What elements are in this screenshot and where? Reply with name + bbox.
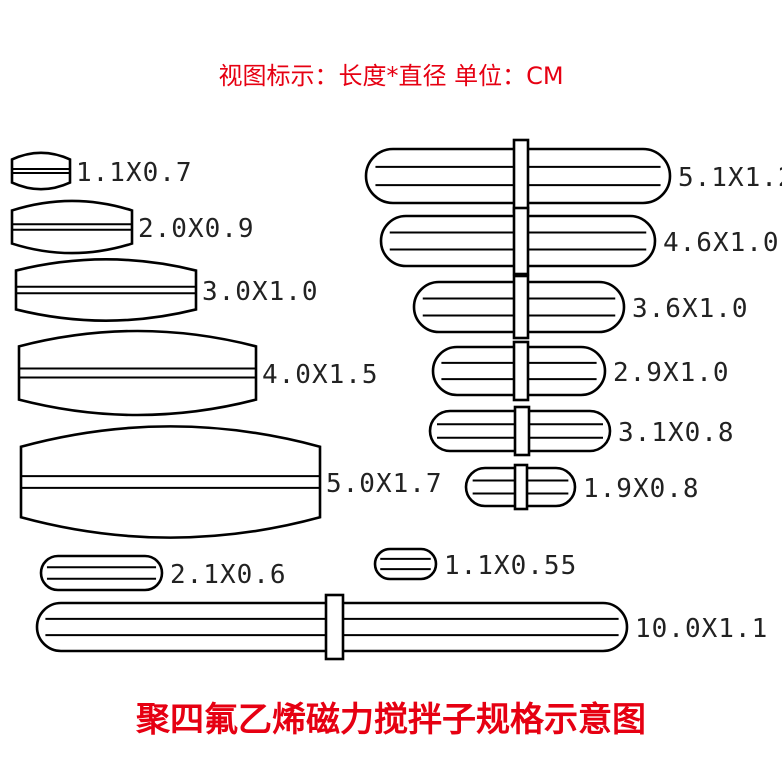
plain-stir-bar (39, 554, 164, 592)
diagram-caption: 聚四氟乙烯磁力搅拌子规格示意图 (136, 700, 646, 740)
bar-size-label: 10.0X1.1 (635, 614, 768, 644)
pivot-ring (324, 593, 345, 661)
pivot-ring (512, 206, 530, 276)
bar-size-label: 2.0X0.9 (138, 214, 255, 244)
oval-stir-bar (17, 329, 258, 417)
oval-stir-bar (10, 151, 72, 191)
pivot-ring (512, 274, 530, 340)
bar-size-label: 1.1X0.7 (76, 158, 193, 188)
bar-size-label: 4.0X1.5 (262, 360, 379, 390)
pivot-ring (512, 340, 530, 402)
bar-size-label: 3.1X0.8 (618, 418, 735, 448)
bar-size-label: 2.9X1.0 (613, 358, 730, 388)
bar-size-label: 3.6X1.0 (632, 294, 749, 324)
bar-size-label: 4.6X1.0 (663, 228, 780, 258)
oval-stir-bar (14, 258, 198, 322)
bar-size-label: 1.9X0.8 (583, 474, 700, 504)
oval-stir-bar (19, 425, 322, 539)
bar-size-label: 1.1X0.55 (444, 551, 577, 581)
pivot-ring (513, 463, 529, 511)
pivot-ring (513, 405, 531, 457)
plain-stir-bar (373, 547, 438, 581)
pivot-ring (512, 138, 530, 214)
oval-stir-bar (10, 199, 134, 255)
bar-size-label: 5.0X1.7 (326, 469, 443, 499)
bar-size-label: 3.0X1.0 (202, 277, 319, 307)
page-title: 视图标示：长度*直径 单位：CM (218, 62, 564, 90)
bar-size-label: 2.1X0.6 (170, 560, 287, 590)
bar-size-label: 5.1X1.2 (678, 163, 782, 193)
